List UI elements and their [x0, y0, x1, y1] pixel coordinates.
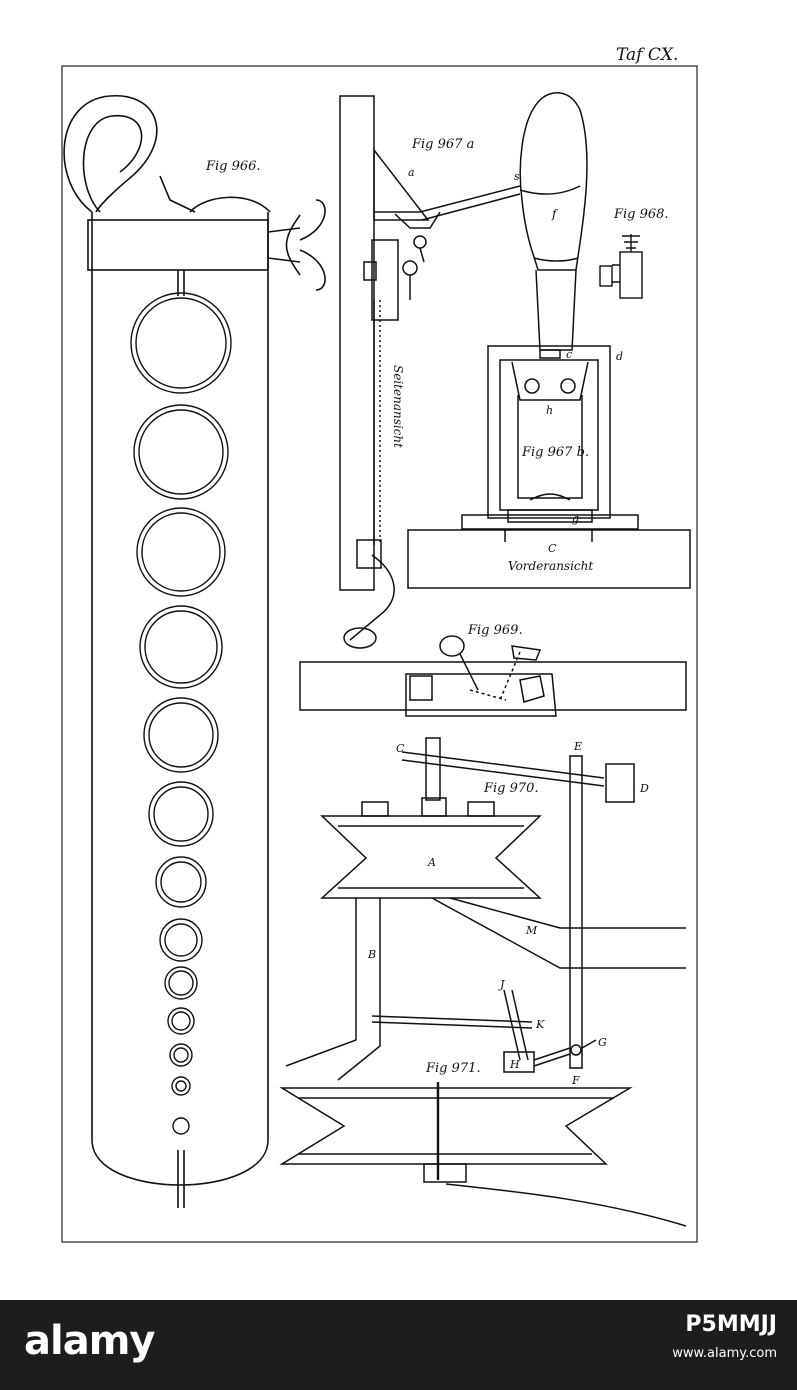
fig967b-letter-h: h — [546, 404, 553, 417]
fig966-label: Fig 966. — [205, 159, 261, 174]
fig970-letter-F: F — [571, 1074, 580, 1087]
alamy-logo: alamy — [24, 1318, 155, 1364]
fig967b-drawing — [407, 345, 691, 589]
watermark-bar — [0, 1300, 797, 1390]
fig970-letter-C: C — [396, 742, 405, 755]
fig967b-letter-c: c — [566, 348, 572, 361]
fig968-label: Fig 968. — [613, 207, 669, 222]
site-url: www.alamy.com — [672, 1346, 777, 1361]
engraved-plate: Taf CX. Fig 966. — [61, 45, 698, 1243]
fig967a-letter-f: f — [551, 207, 559, 221]
fig967b-front-view: Vorderansicht — [508, 559, 593, 573]
fig970-letter-J: J — [498, 978, 505, 991]
fig970-drawing — [285, 737, 686, 1081]
fig970-label: Fig 970. — [483, 781, 539, 796]
fig967a-letter-a: a — [408, 166, 415, 179]
fig967b-letter-d: d — [616, 350, 623, 363]
fig967b-letter-g: g — [572, 512, 579, 525]
fig970-letter-E: E — [573, 740, 582, 753]
fig971-label: Fig 971. — [425, 1061, 481, 1076]
fig966-drawing — [63, 95, 326, 1208]
plate-number: Taf CX. — [616, 45, 678, 65]
fig970-letter-M: M — [525, 924, 538, 937]
fig967-handle — [519, 92, 588, 351]
image-id: P5MMJJ — [685, 1312, 777, 1337]
fig967b-letter-C: C — [548, 542, 557, 555]
fig967a-side-view: Seitenansicht — [391, 365, 405, 448]
fig969-label: Fig 969. — [467, 623, 523, 638]
fig967a-drawing — [339, 95, 521, 649]
fig970-letter-D: D — [639, 782, 649, 795]
fig967a-letter-s: s — [514, 170, 520, 183]
fig968-drawing — [599, 234, 643, 299]
fig970-letter-A: A — [427, 856, 436, 869]
fig967a-label: Fig 967 a — [411, 137, 474, 152]
fig970-letter-G: G — [598, 1036, 607, 1049]
fig970-letter-K: K — [535, 1018, 545, 1031]
fig969-drawing — [299, 635, 687, 717]
fig966-gauge-rings — [130, 292, 232, 1135]
fig967b-label: Fig 967 b. — [521, 445, 589, 460]
fig971-drawing — [279, 1082, 687, 1227]
fig970-letter-B: B — [367, 948, 376, 961]
fig970-letter-H: H — [509, 1058, 520, 1071]
plate-border — [61, 65, 698, 1243]
